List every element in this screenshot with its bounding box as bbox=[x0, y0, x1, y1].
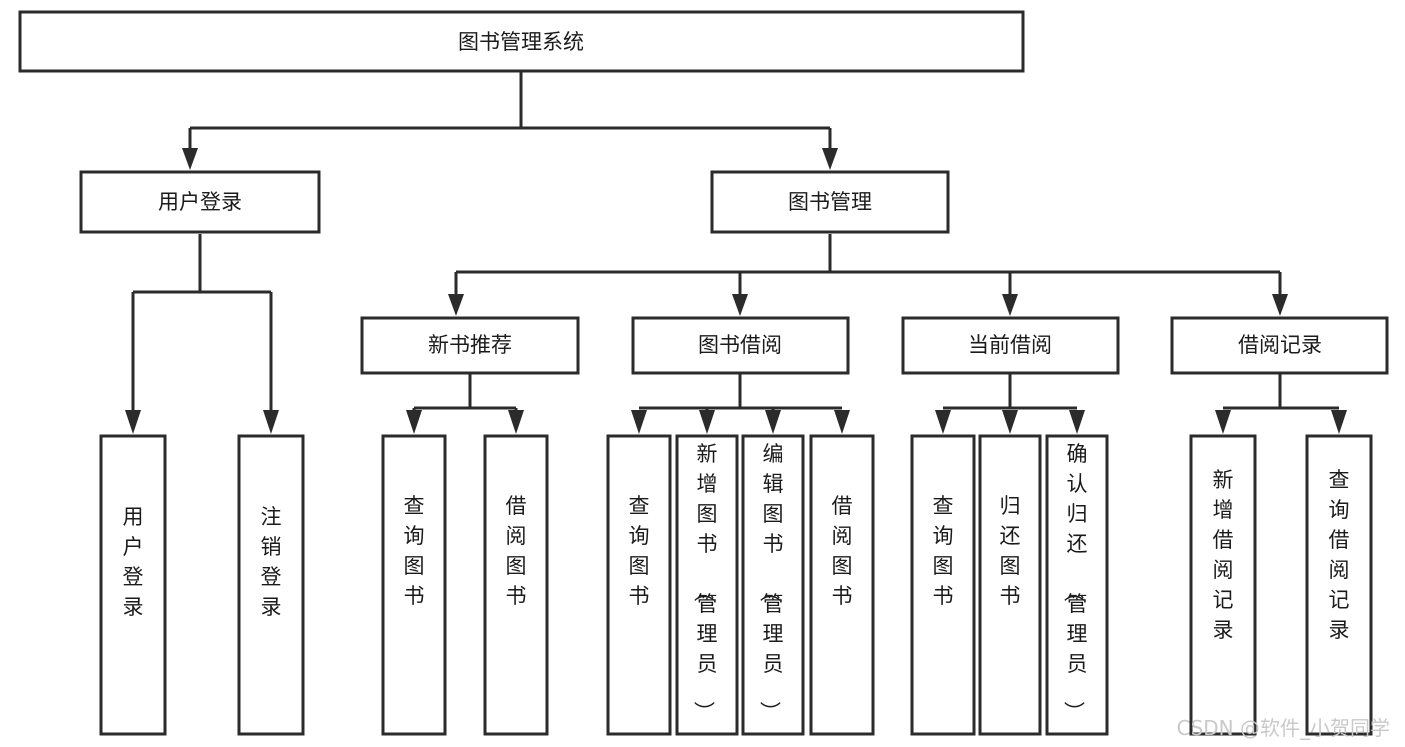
node-user-login-label: 用户登录 bbox=[158, 190, 242, 214]
node-leaf-query-book-3-label: 查询图书 bbox=[933, 494, 954, 608]
node-leaf-logout-login-box[interactable] bbox=[237, 434, 305, 736]
node-leaf-query-book-2-label: 查询图书 bbox=[629, 494, 650, 608]
node-leaf-confirm-return[interactable]: 确认归还（管理员） bbox=[1045, 434, 1109, 736]
node-book-management-box[interactable] bbox=[710, 170, 950, 234]
node-current-borrow-box[interactable] bbox=[901, 316, 1120, 375]
node-leaf-add-record-box[interactable] bbox=[1189, 434, 1257, 736]
node-leaf-confirm-return-box[interactable] bbox=[1045, 434, 1109, 736]
node-borrow-record-label: 借阅记录 bbox=[1238, 333, 1322, 357]
watermark-label: CSDN @软件_小贺同学 bbox=[1177, 716, 1390, 740]
node-new-book-recommend[interactable]: 新书推荐 bbox=[360, 316, 580, 375]
node-user-login-box[interactable] bbox=[79, 170, 321, 234]
node-leaf-add-record-label: 新增借阅记录 bbox=[1213, 468, 1234, 642]
node-borrow-record[interactable]: 借阅记录 bbox=[1170, 316, 1389, 375]
arrow-leaf-query-book-2 bbox=[631, 410, 647, 434]
node-user-login[interactable]: 用户登录 bbox=[79, 170, 321, 234]
arrow-leaf-borrow-book-1 bbox=[508, 410, 524, 434]
arrow-newbook bbox=[448, 294, 464, 316]
arrow-leaf-add-record bbox=[1215, 410, 1231, 434]
arrow-leaf-logout bbox=[263, 410, 279, 434]
arrow-leaf-query-record bbox=[1331, 410, 1347, 434]
arrow-leaf-add-book bbox=[699, 410, 715, 434]
arrow-leaf-edit-book bbox=[765, 410, 781, 434]
arrow-book-management bbox=[822, 148, 838, 170]
node-leaf-edit-book-box[interactable] bbox=[741, 434, 805, 736]
node-leaf-edit-book-label: 编辑图书（管理员） bbox=[758, 442, 784, 722]
node-leaf-query-book-2[interactable]: 查询图书 bbox=[606, 434, 672, 736]
node-book-borrow[interactable]: 图书借阅 bbox=[631, 316, 850, 375]
node-leaf-borrow-book-1-box[interactable] bbox=[483, 434, 549, 736]
node-leaf-logout-login[interactable]: 注销登录 bbox=[237, 434, 305, 736]
node-leaf-return-book[interactable]: 归还图书 bbox=[978, 434, 1042, 736]
node-new-book-recommend-label: 新书推荐 bbox=[428, 333, 512, 357]
node-borrow-record-box[interactable] bbox=[1170, 316, 1389, 375]
node-leaf-edit-book[interactable]: 编辑图书（管理员） bbox=[741, 434, 805, 736]
node-leaf-borrow-book-1[interactable]: 借阅图书 bbox=[483, 434, 549, 736]
arrow-bookborrow bbox=[732, 294, 748, 316]
arrow-borrowrecord bbox=[1272, 294, 1288, 316]
node-book-management[interactable]: 图书管理 bbox=[710, 170, 950, 234]
node-book-management-label: 图书管理 bbox=[788, 190, 872, 214]
edge-layer bbox=[125, 71, 1347, 434]
arrow-leaf-borrow-book-2 bbox=[834, 410, 850, 434]
node-leaf-query-record[interactable]: 查询借阅记录 bbox=[1305, 434, 1373, 736]
node-leaf-user-login-label: 用户登录 bbox=[123, 505, 144, 619]
node-current-borrow[interactable]: 当前借阅 bbox=[901, 316, 1120, 375]
node-leaf-query-book-3[interactable]: 查询图书 bbox=[910, 434, 976, 736]
node-leaf-user-login[interactable]: 用户登录 bbox=[99, 434, 167, 736]
node-leaf-user-login-box[interactable] bbox=[99, 434, 167, 736]
node-leaf-logout-login-label: 注销登录 bbox=[261, 505, 282, 619]
arrow-leaf-user-login bbox=[125, 410, 141, 434]
node-leaf-borrow-book-2-label: 借阅图书 bbox=[832, 494, 853, 608]
node-leaf-query-record-box[interactable] bbox=[1305, 434, 1373, 736]
node-leaf-return-book-box[interactable] bbox=[978, 434, 1042, 736]
node-leaf-add-book-box[interactable] bbox=[675, 434, 739, 736]
node-leaf-add-book-label: 新增图书（管理员） bbox=[692, 442, 718, 722]
node-root[interactable]: 图书管理系统 bbox=[18, 10, 1025, 73]
arrow-leaf-query-book-3 bbox=[935, 410, 951, 434]
node-new-book-recommend-box[interactable] bbox=[360, 316, 580, 375]
node-leaf-borrow-book-1-label: 借阅图书 bbox=[506, 494, 527, 608]
node-current-borrow-label: 当前借阅 bbox=[968, 333, 1052, 357]
node-leaf-borrow-book-2[interactable]: 借阅图书 bbox=[809, 434, 875, 736]
node-root-label: 图书管理系统 bbox=[458, 30, 584, 54]
node-leaf-borrow-book-2-box[interactable] bbox=[809, 434, 875, 736]
node-book-borrow-label: 图书借阅 bbox=[698, 333, 782, 357]
node-leaf-query-book-1-label: 查询图书 bbox=[404, 494, 425, 608]
node-book-borrow-box[interactable] bbox=[631, 316, 850, 375]
node-leaf-query-book-1[interactable]: 查询图书 bbox=[381, 434, 447, 736]
arrow-leaf-return-book bbox=[1002, 410, 1018, 434]
arrow-leaf-query-book-1 bbox=[406, 410, 422, 434]
node-leaf-confirm-return-label: 确认归还（管理员） bbox=[1062, 442, 1088, 722]
node-root-box[interactable] bbox=[18, 10, 1025, 73]
node-leaf-query-book-2-box[interactable] bbox=[606, 434, 672, 736]
node-leaf-query-record-label: 查询借阅记录 bbox=[1329, 468, 1350, 642]
node-leaf-add-record[interactable]: 新增借阅记录 bbox=[1189, 434, 1257, 736]
arrow-user-login bbox=[182, 148, 198, 170]
node-leaf-query-book-1-box[interactable] bbox=[381, 434, 447, 736]
node-leaf-return-book-label: 归还图书 bbox=[1000, 494, 1021, 608]
node-leaf-add-book[interactable]: 新增图书（管理员） bbox=[675, 434, 739, 736]
node-leaf-query-book-3-box[interactable] bbox=[910, 434, 976, 736]
arrow-leaf-confirm-return bbox=[1069, 410, 1085, 434]
arrow-currentborrow bbox=[1002, 294, 1018, 316]
